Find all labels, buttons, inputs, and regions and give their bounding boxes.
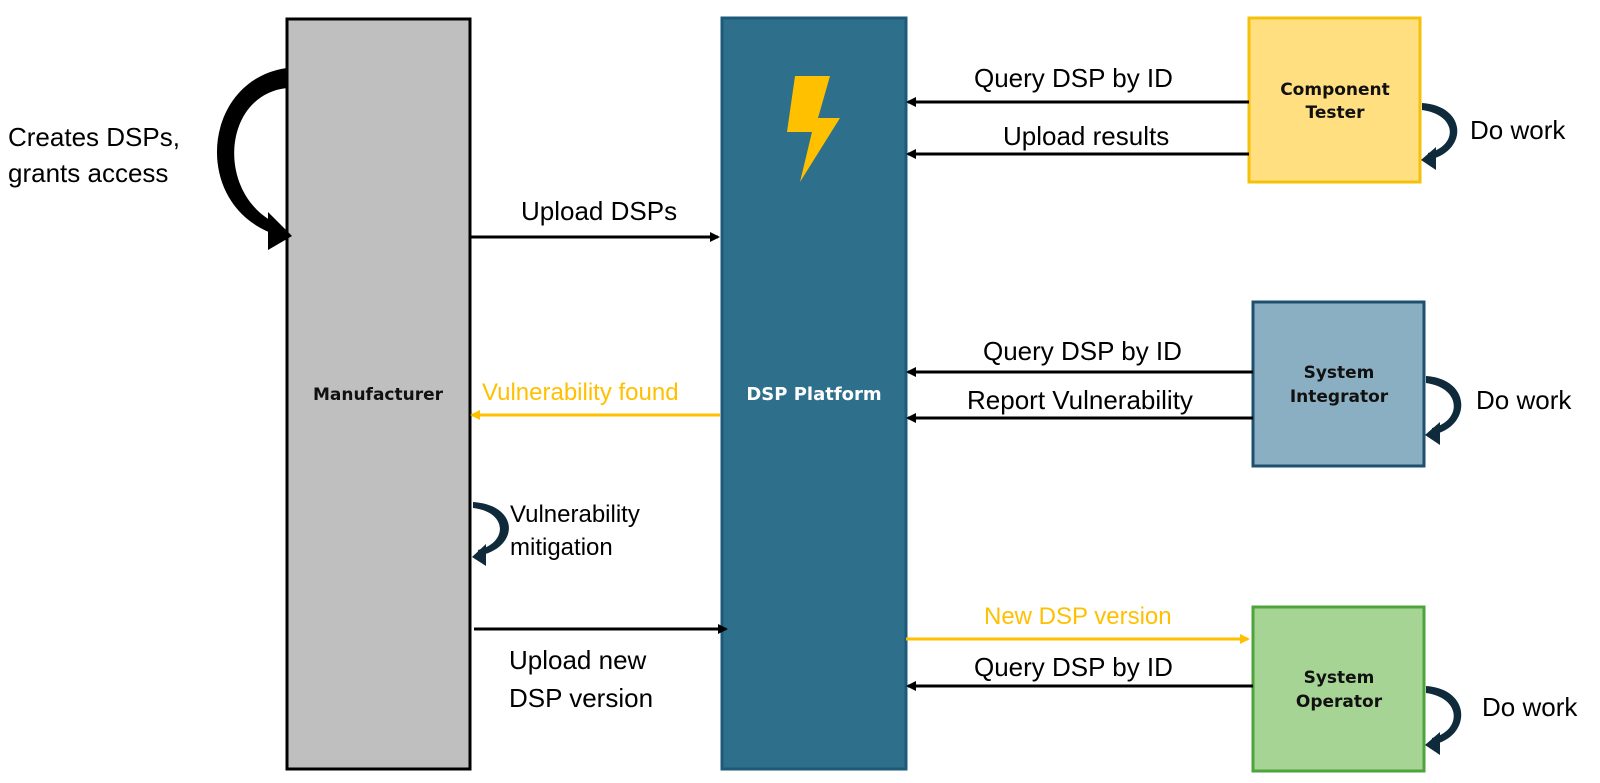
create-dsps-label-line2: grants access — [8, 158, 168, 188]
integrator-query-label: Query DSP by ID — [983, 336, 1182, 366]
manufacturer-node: Manufacturer — [285, 17, 472, 771]
operator-work-label: Do work — [1482, 692, 1578, 722]
mitigation-label-line2: mitigation — [510, 534, 613, 561]
upload-dsps-label: Upload DSPs — [521, 196, 677, 226]
dsp-platform-node: DSP Platform — [720, 16, 908, 771]
tester-work-label: Do work — [1470, 115, 1566, 145]
create-dsps-label-line1: Creates DSPs, — [8, 122, 180, 152]
system-integrator-label-line1: System — [1304, 363, 1375, 383]
operator-work-loop-icon — [1425, 686, 1462, 755]
system-integrator-label-line2: Integrator — [1290, 387, 1389, 407]
vulnerability-found-label: Vulnerability found — [482, 379, 679, 406]
tester-query-label: Query DSP by ID — [974, 63, 1173, 93]
upload-new-label-line2: DSP version — [509, 683, 653, 713]
manufacturer-label: Manufacturer — [313, 385, 444, 405]
system-operator-label-line2: Operator — [1296, 692, 1383, 712]
component-tester-label-line1: Component — [1280, 80, 1390, 100]
manufacturer-create-loop-icon — [216, 68, 292, 250]
lightning-bolt-icon — [787, 76, 840, 182]
system-integrator-node: System Integrator — [1251, 300, 1426, 468]
system-operator-label-line1: System — [1304, 668, 1375, 688]
integrator-work-label: Do work — [1476, 385, 1572, 415]
mitigation-label-line1: Vulnerability — [510, 501, 640, 528]
component-tester-node: Component Tester — [1247, 16, 1422, 184]
tester-upload-results-label: Upload results — [1003, 121, 1169, 151]
integrator-report-label: Report Vulnerability — [967, 385, 1193, 415]
new-version-label: New DSP version — [984, 603, 1172, 630]
dsp-platform-label: DSP Platform — [746, 384, 881, 405]
system-operator-node: System Operator — [1251, 605, 1426, 773]
operator-query-label: Query DSP by ID — [974, 652, 1173, 682]
mitigation-loop-icon — [472, 502, 509, 566]
upload-new-label-line1: Upload new — [509, 645, 647, 675]
tester-work-loop-icon — [1421, 103, 1458, 170]
component-tester-label-line2: Tester — [1305, 103, 1365, 123]
integrator-work-loop-icon — [1425, 376, 1462, 445]
